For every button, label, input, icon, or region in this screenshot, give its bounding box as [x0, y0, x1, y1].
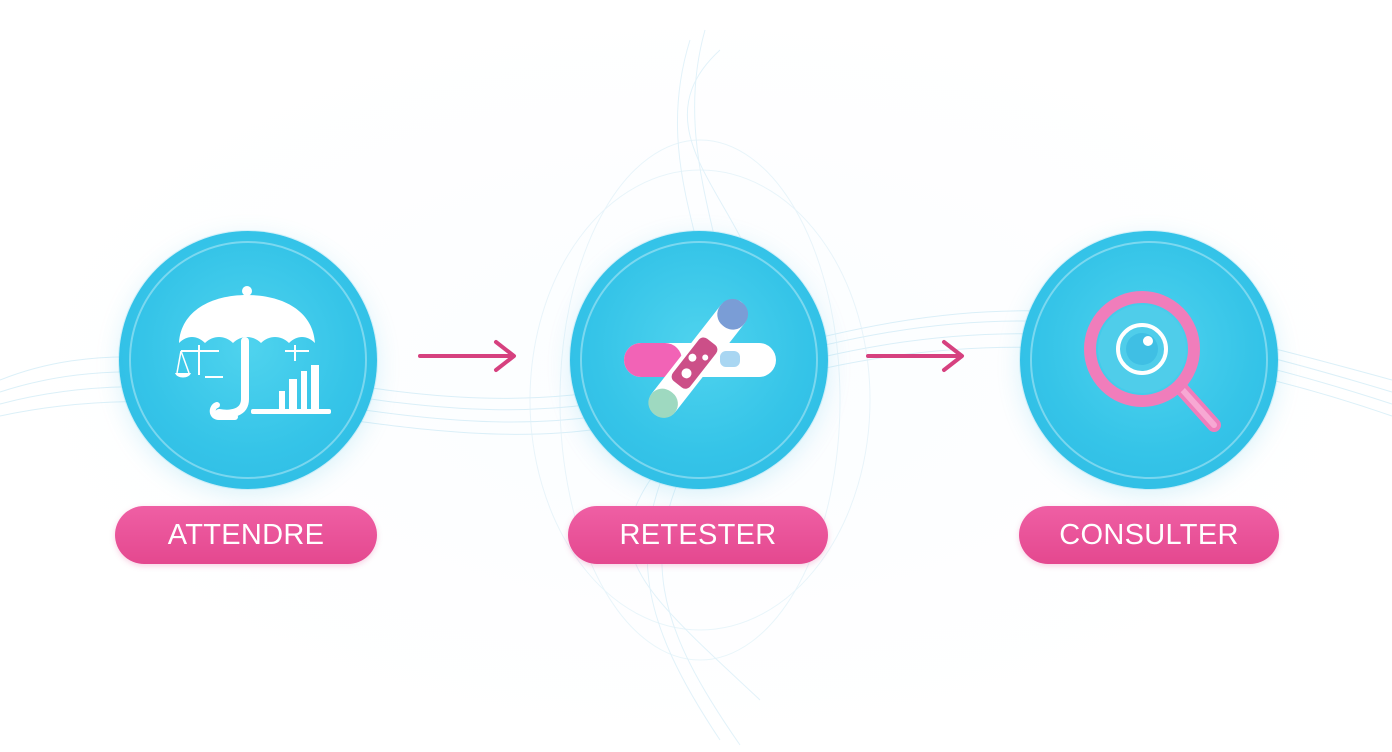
step-label-attendre: ATTENDRE: [115, 506, 377, 564]
arrow-right-icon: [418, 340, 516, 372]
step-label-retester: RETESTER: [568, 506, 828, 564]
magnifier-icon: [1084, 291, 1221, 432]
umbrella-scale-icon: [175, 286, 331, 420]
step-consulter-circle: [1020, 231, 1278, 489]
arrow-right-icon: [866, 340, 964, 372]
step-attendre-circle: [119, 231, 377, 489]
step-retester-circle: [570, 231, 828, 489]
test-strip-icon: [624, 298, 776, 418]
step-label-consulter: CONSULTER: [1019, 506, 1279, 564]
